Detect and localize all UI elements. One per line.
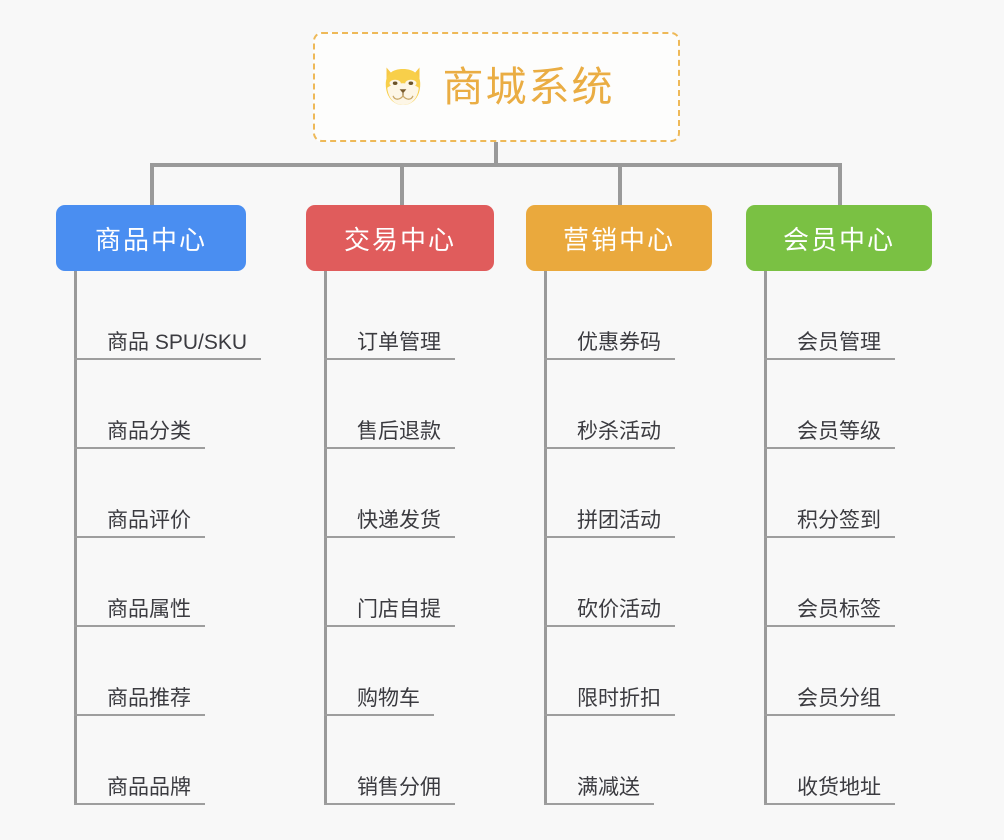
leaf-item[interactable]: 会员分组	[764, 627, 932, 716]
leaf-item[interactable]: 商品推荐	[74, 627, 246, 716]
leaf-item[interactable]: 销售分佣	[324, 716, 494, 805]
root-node-shop-system[interactable]: 商城系统	[313, 32, 680, 142]
leaf-label: 商品 SPU/SKU	[107, 330, 248, 354]
leaf-rule	[74, 625, 205, 627]
leaf-rule	[764, 358, 895, 360]
leaf-rule	[74, 358, 261, 360]
leaf-item[interactable]: 收货地址	[764, 716, 932, 805]
leaf-rule	[74, 714, 205, 716]
leaf-group-4: 会员管理 会员等级 积分签到 会员标签 会员分组 收货地址	[764, 271, 932, 805]
category-column-3: 营销中心 优惠券码 秒杀活动 拼团活动 砍价活动 限时折扣	[526, 205, 712, 805]
leaf-label: 售后退款	[357, 419, 441, 443]
leaf-item[interactable]: 会员等级	[764, 360, 932, 449]
category-box-营销中心[interactable]: 营销中心	[526, 205, 712, 271]
leaf-rule	[544, 536, 675, 538]
leaf-label: 商品属性	[107, 597, 191, 621]
trunk-line-4	[764, 271, 767, 805]
leaf-label: 积分签到	[797, 508, 881, 532]
category-column-1: 商品中心 商品 SPU/SKU 商品分类 商品评价 商品属性 商品推荐	[56, 205, 261, 805]
leaf-rule	[74, 536, 205, 538]
connector-bus-bar	[150, 163, 842, 167]
leaf-group-1: 商品 SPU/SKU 商品分类 商品评价 商品属性 商品推荐 商品品牌	[74, 271, 261, 805]
leaf-rule	[764, 803, 895, 805]
leaf-rule	[764, 714, 895, 716]
leaf-group-2: 订单管理 售后退款 快递发货 门店自提 购物车 销售分佣	[324, 271, 494, 805]
leaf-label: 会员标签	[797, 597, 881, 621]
connector-drop-4	[838, 163, 842, 207]
leaf-rule	[324, 625, 455, 627]
leaf-label: 订单管理	[357, 330, 441, 354]
leaf-item[interactable]: 优惠券码	[544, 271, 712, 360]
trunk-line-3	[544, 271, 547, 805]
leaf-item[interactable]: 订单管理	[324, 271, 494, 360]
dog-face-icon	[385, 67, 420, 105]
connector-drop-1	[150, 163, 154, 207]
leaf-item[interactable]: 满减送	[544, 716, 712, 805]
category-box-会员中心[interactable]: 会员中心	[746, 205, 932, 271]
leaf-label: 满减送	[577, 775, 640, 799]
leaf-label: 优惠券码	[577, 330, 661, 354]
leaf-label: 秒杀活动	[577, 419, 661, 443]
connector-drop-2	[400, 163, 404, 207]
leaf-item[interactable]: 会员管理	[764, 271, 932, 360]
leaf-label: 收货地址	[797, 775, 881, 799]
leaf-rule	[544, 447, 675, 449]
leaf-item[interactable]: 售后退款	[324, 360, 494, 449]
leaf-rule	[544, 358, 675, 360]
connector-root-stem	[494, 142, 498, 165]
connector-drop-3	[618, 163, 622, 207]
leaf-label: 商品评价	[107, 508, 191, 532]
leaf-label: 销售分佣	[357, 775, 441, 799]
leaf-rule	[324, 714, 434, 716]
leaf-rule	[324, 803, 455, 805]
leaf-item[interactable]: 商品 SPU/SKU	[74, 271, 261, 360]
leaf-item[interactable]: 限时折扣	[544, 627, 712, 716]
leaf-rule	[324, 358, 455, 360]
leaf-label: 会员管理	[797, 330, 881, 354]
leaf-label: 会员等级	[797, 419, 881, 443]
leaf-item[interactable]: 会员标签	[764, 538, 932, 627]
category-box-交易中心[interactable]: 交易中心	[306, 205, 494, 271]
leaf-item[interactable]: 购物车	[324, 627, 494, 716]
leaf-item[interactable]: 积分签到	[764, 449, 932, 538]
leaf-rule	[74, 803, 205, 805]
category-column-2: 交易中心 订单管理 售后退款 快递发货 门店自提 购物车	[306, 205, 494, 805]
leaf-rule	[544, 625, 675, 627]
leaf-item[interactable]: 商品评价	[74, 449, 246, 538]
leaf-group-3: 优惠券码 秒杀活动 拼团活动 砍价活动 限时折扣 满减送	[544, 271, 712, 805]
leaf-label: 商品推荐	[107, 686, 191, 710]
trunk-line-2	[324, 271, 327, 805]
leaf-label: 购物车	[357, 686, 420, 710]
leaf-item[interactable]: 秒杀活动	[544, 360, 712, 449]
leaf-item[interactable]: 商品分类	[74, 360, 246, 449]
leaf-rule	[764, 447, 895, 449]
leaf-item[interactable]: 快递发货	[324, 449, 494, 538]
leaf-label: 限时折扣	[577, 686, 661, 710]
leaf-rule	[544, 803, 654, 805]
leaf-label: 拼团活动	[577, 508, 661, 532]
leaf-label: 门店自提	[357, 597, 441, 621]
leaf-rule	[764, 536, 895, 538]
leaf-rule	[764, 625, 895, 627]
trunk-line-1	[74, 271, 77, 805]
root-node-title: 商城系统	[442, 63, 615, 110]
leaf-item[interactable]: 砍价活动	[544, 538, 712, 627]
leaf-label: 砍价活动	[577, 597, 661, 621]
leaf-item[interactable]: 拼团活动	[544, 449, 712, 538]
leaf-rule	[324, 447, 455, 449]
leaf-label: 商品品牌	[107, 775, 191, 799]
leaf-label: 快递发货	[357, 508, 441, 532]
category-box-商品中心[interactable]: 商品中心	[56, 205, 246, 271]
leaf-label: 会员分组	[797, 686, 881, 710]
leaf-item[interactable]: 商品品牌	[74, 716, 246, 805]
category-column-4: 会员中心 会员管理 会员等级 积分签到 会员标签 会员分组	[746, 205, 932, 805]
leaf-label: 商品分类	[107, 419, 191, 443]
leaf-rule	[74, 447, 205, 449]
leaf-item[interactable]: 门店自提	[324, 538, 494, 627]
leaf-rule	[544, 714, 675, 716]
leaf-item[interactable]: 商品属性	[74, 538, 246, 627]
leaf-rule	[324, 536, 455, 538]
